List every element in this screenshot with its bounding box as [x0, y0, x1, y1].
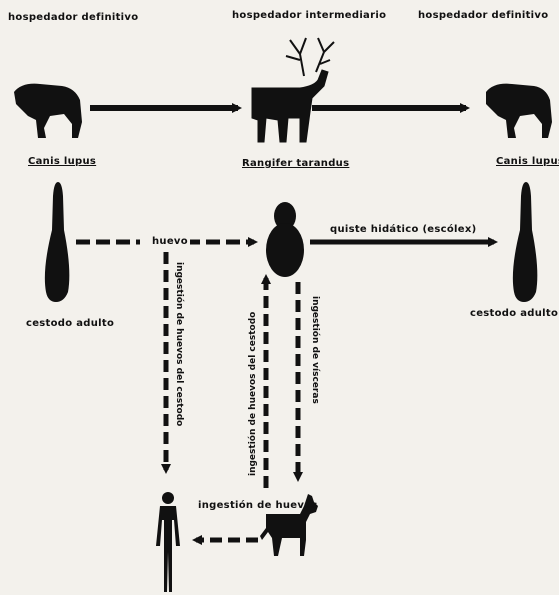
wolf-icon [486, 83, 552, 138]
hydatid-cyst-label: quiste hidático (escólex) [330, 224, 477, 235]
host-intermediate-label: hospedador intermediario [232, 10, 387, 21]
wolf-icon [14, 83, 82, 138]
reindeer-icon [251, 37, 335, 143]
rangifer-label: Rangifer tarandus [242, 158, 350, 169]
ingestion-viscera-label: ingestión de vísceras [310, 296, 320, 404]
adult-cestode-left-label: cestodo adulto [26, 318, 115, 329]
hydatid-cyst-icon [266, 202, 304, 277]
host-definitive-left-label: hospedador definitivo [8, 12, 139, 23]
ingestion-eggs-cestode-vertical-label-2: ingestión de huevos del cestodo [248, 311, 258, 476]
ingestion-eggs-label: ingestión de huevos [198, 500, 318, 511]
tapeworm-icon [44, 182, 70, 302]
host-definitive-right-label: hospedador definitivo [418, 10, 549, 21]
dog-icon [260, 494, 318, 556]
canis-lupus-left-label: Canis lupus [28, 156, 97, 167]
human-icon [156, 492, 180, 592]
eggs-label: huevo [150, 236, 190, 247]
tapeworm-icon [512, 182, 538, 302]
canis-lupus-right-label: Canis lupus [496, 156, 559, 167]
adult-cestode-right-label: cestodo adulto [470, 308, 559, 319]
ingestion-eggs-cestode-vertical-label: ingestión de huevos del cestodo [174, 262, 184, 427]
